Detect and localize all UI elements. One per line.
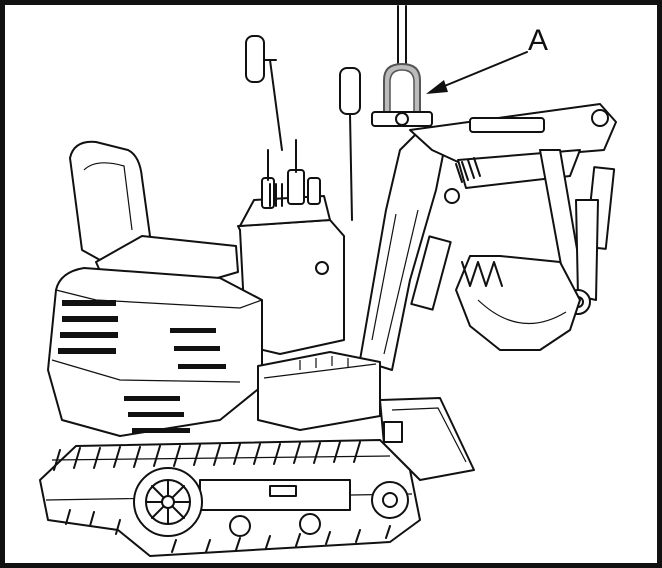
operator-seat [69, 140, 239, 287]
mirror-right [339, 67, 361, 221]
track-rollers [229, 481, 409, 537]
engine-cover [47, 267, 263, 437]
upper-platform [257, 351, 381, 431]
bucket [455, 255, 581, 351]
control-console [237, 139, 345, 355]
hydraulic-hose-coil [455, 157, 481, 183]
undercarriage [39, 439, 421, 557]
dipper-arm [409, 103, 617, 250]
vent-grille-lower [124, 396, 190, 433]
vent-grille-center [170, 328, 226, 369]
vent-grille-left [58, 300, 118, 354]
dozer-blade [379, 397, 475, 481]
mirror-left [245, 35, 283, 151]
lifting-cable [397, 5, 407, 67]
drive-sprocket [133, 467, 203, 537]
lifting-shackle [371, 62, 433, 127]
callout-label-a: A [528, 24, 548, 57]
boom-arm [359, 131, 460, 371]
track-treads [53, 441, 391, 553]
callout-a: A [426, 24, 548, 94]
control-levers [261, 139, 321, 209]
